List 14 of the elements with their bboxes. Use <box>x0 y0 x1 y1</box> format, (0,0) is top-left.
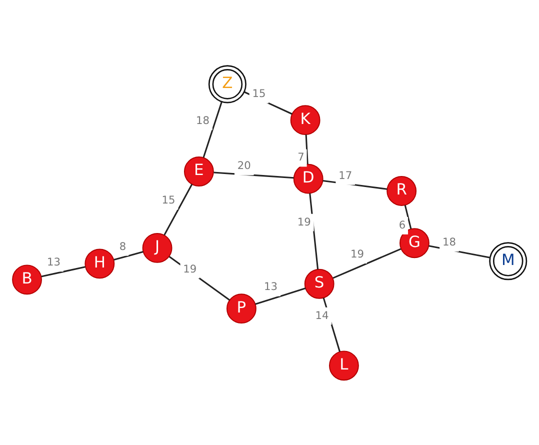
edge-label: 20 <box>237 158 251 172</box>
edge-label: 7 <box>298 150 304 164</box>
edge-label: 15 <box>162 193 176 206</box>
edge-label: 18 <box>442 235 456 248</box>
edge-label: 19 <box>350 247 364 260</box>
edge-label: 19 <box>183 262 197 275</box>
edge-label: 13 <box>46 255 60 268</box>
edge-label: 13 <box>264 280 278 293</box>
edge-label: 8 <box>119 239 126 252</box>
edge-label: 15 <box>252 86 266 100</box>
edge-label: 19 <box>297 214 311 228</box>
edge-label: 18 <box>196 114 210 127</box>
edge-label: 17 <box>338 168 352 182</box>
edge-label: 14 <box>315 308 329 322</box>
